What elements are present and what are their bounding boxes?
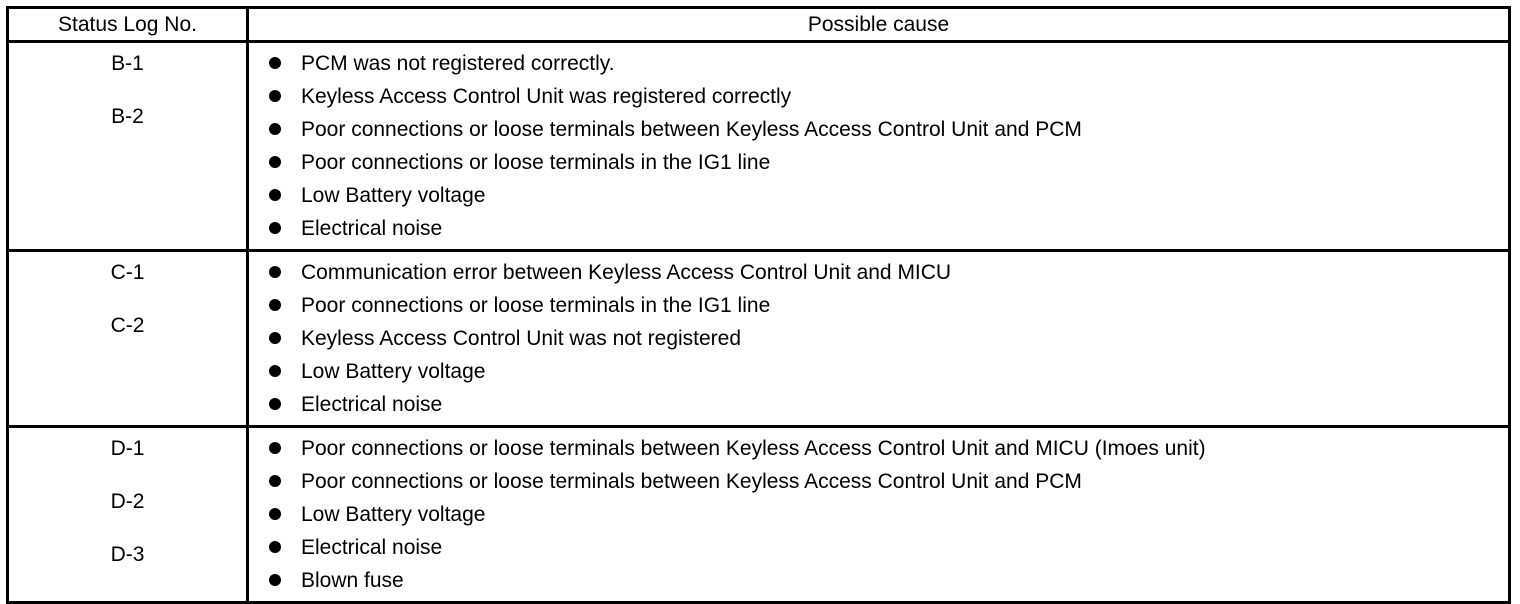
status-log-number: C-2	[110, 314, 145, 337]
bullet-icon	[269, 574, 281, 586]
bullet-icon	[269, 475, 281, 487]
bullet-icon	[269, 222, 281, 234]
header-row: Status Log No. Possible cause	[6, 6, 1511, 43]
list-item: Blown fuse	[249, 564, 1508, 597]
list-item: Keyless Access Control Unit was register…	[249, 80, 1508, 113]
status-log-cell: D-1 D-2 D-3	[6, 425, 249, 604]
cause-text: Electrical noise	[301, 393, 443, 416]
table-body: B-1 B-2 PCM was not registered correctly…	[6, 40, 1511, 604]
bullet-icon	[269, 442, 281, 454]
list-item: Poor connections or loose terminals in t…	[249, 146, 1508, 179]
list-item: Electrical noise	[249, 388, 1508, 421]
cause-text: Keyless Access Control Unit was not regi…	[301, 327, 742, 350]
bullet-icon	[269, 332, 281, 344]
status-log-number: D-2	[110, 490, 145, 513]
list-item: Low Battery voltage	[249, 498, 1508, 531]
status-log-cell: C-1 C-2	[6, 249, 249, 428]
cause-text: PCM was not registered correctly.	[301, 52, 615, 75]
list-item: Communication error between Keyless Acce…	[249, 256, 1508, 289]
bullet-icon	[269, 508, 281, 520]
cause-text: Electrical noise	[301, 536, 443, 559]
bullet-icon	[269, 541, 281, 553]
status-log-table-container: Status Log No. Possible cause B-1 B-2 PC…	[6, 6, 1511, 604]
bullet-icon	[269, 398, 281, 410]
status-log-number: B-1	[111, 52, 144, 75]
cause-list: Communication error between Keyless Acce…	[249, 256, 1508, 421]
status-log-number: B-2	[111, 105, 144, 128]
cause-text: Poor connections or loose terminals betw…	[301, 118, 1082, 141]
cause-list: PCM was not registered correctly. Keyles…	[249, 47, 1508, 245]
table-row: B-1 B-2 PCM was not registered correctly…	[6, 40, 1511, 252]
cause-text: Poor connections or loose terminals betw…	[301, 437, 1206, 460]
status-log-number: D-1	[110, 437, 145, 460]
list-item: Low Battery voltage	[249, 355, 1508, 388]
cause-text: Keyless Access Control Unit was register…	[301, 85, 792, 108]
cause-text: Electrical noise	[301, 217, 443, 240]
header-status-log: Status Log No.	[6, 6, 249, 43]
list-item: Keyless Access Control Unit was not regi…	[249, 322, 1508, 355]
possible-cause-cell: Poor connections or loose terminals betw…	[246, 425, 1511, 604]
list-item: Poor connections or loose terminals betw…	[249, 113, 1508, 146]
cause-text: Low Battery voltage	[301, 184, 486, 207]
bullet-icon	[269, 90, 281, 102]
list-item: Poor connections or loose terminals betw…	[249, 432, 1508, 465]
list-item: PCM was not registered correctly.	[249, 47, 1508, 80]
possible-cause-cell: Communication error between Keyless Acce…	[246, 249, 1511, 428]
status-log-number: D-3	[110, 543, 145, 566]
bullet-icon	[269, 156, 281, 168]
cause-text: Low Battery voltage	[301, 503, 486, 526]
list-item: Electrical noise	[249, 531, 1508, 564]
bullet-icon	[269, 365, 281, 377]
bullet-icon	[269, 123, 281, 135]
table-row: C-1 C-2 Communication error between Keyl…	[6, 249, 1511, 428]
list-item: Electrical noise	[249, 212, 1508, 245]
header-possible-cause: Possible cause	[246, 6, 1511, 43]
bullet-icon	[269, 189, 281, 201]
table-row: D-1 D-2 D-3 Poor connections or loose te…	[6, 425, 1511, 604]
status-log-number: C-1	[110, 261, 145, 284]
status-log-table: Status Log No. Possible cause B-1 B-2 PC…	[6, 6, 1511, 604]
list-item: Poor connections or loose terminals betw…	[249, 465, 1508, 498]
cause-text: Low Battery voltage	[301, 360, 486, 383]
list-item: Low Battery voltage	[249, 179, 1508, 212]
status-log-cell: B-1 B-2	[6, 40, 249, 252]
possible-cause-cell: PCM was not registered correctly. Keyles…	[246, 40, 1511, 252]
bullet-icon	[269, 299, 281, 311]
list-item: Poor connections or loose terminals in t…	[249, 289, 1508, 322]
cause-text: Communication error between Keyless Acce…	[301, 261, 952, 284]
cause-text: Poor connections or loose terminals in t…	[301, 151, 771, 174]
cause-list: Poor connections or loose terminals betw…	[249, 432, 1508, 597]
cause-text: Blown fuse	[301, 569, 404, 592]
bullet-icon	[269, 57, 281, 69]
table-header: Status Log No. Possible cause	[6, 6, 1511, 43]
cause-text: Poor connections or loose terminals betw…	[301, 470, 1082, 493]
cause-text: Poor connections or loose terminals in t…	[301, 294, 771, 317]
bullet-icon	[269, 266, 281, 278]
